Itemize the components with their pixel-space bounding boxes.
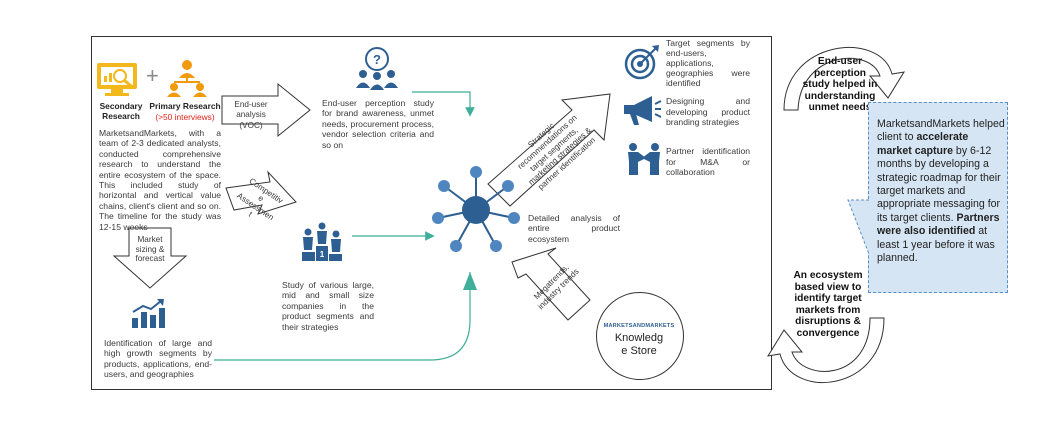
research-description: MarketsandMarkets, with a team of 2-3 de… [99, 128, 221, 232]
growth-segments-text: Identification of large and high growth … [104, 338, 212, 380]
arrow-strategic [487, 93, 611, 207]
arrow-competitive [225, 170, 297, 215]
svg-text:?: ? [373, 52, 381, 67]
callout-text-timing: at least 1 year before it was planned. [877, 225, 995, 265]
callout-pointer [847, 199, 870, 255]
knowledge-store-circle [596, 292, 684, 380]
connector-growth [214, 272, 471, 361]
companies-study-text: Study of various large, mid and small si… [282, 280, 374, 332]
cycle-arrow-bottom [766, 317, 885, 384]
arrow-market-sizing [112, 227, 188, 289]
outcome-branding-text: Designing and developing product brandin… [666, 96, 750, 128]
connector-growth-head [463, 272, 477, 290]
secondary-research-icon [97, 63, 137, 96]
secondary-research-label: Secondary Research [99, 101, 143, 122]
side-note-top: End-user perception study helped in unde… [802, 56, 878, 114]
callout-text-highlight: accelerate market capture [877, 131, 969, 157]
knowledge-store-label: Knowledg e Store [614, 332, 664, 357]
handshake-icon [628, 143, 660, 175]
plus-sign: + [146, 63, 159, 88]
ecosystem-analysis-text: Detailed analysis of entire product ecos… [528, 213, 620, 244]
side-note-bottom: An ecosystem based view to identify targ… [793, 270, 863, 339]
connector-perception [412, 91, 475, 117]
perception-study-text: End-user perception study for brand awar… [322, 98, 434, 150]
diagram-frame [91, 36, 772, 390]
primary-research-icon [167, 60, 207, 97]
companies-ranking-icon: 1 [302, 222, 342, 261]
arrow-megatrends [511, 247, 591, 321]
arrow-end-user-analysis-label: End-user analysis (VOC) [234, 100, 268, 130]
target-icon [624, 45, 659, 80]
callout-text: MarketsandMarkets helped client to accel… [877, 118, 1005, 265]
callout-box [868, 102, 1008, 293]
callout-text-detail: by 6-12 months by developing a strategic… [877, 144, 1001, 224]
interviews-label: (>50 interviews) [155, 112, 215, 122]
cycle-arrow-top [783, 47, 906, 111]
outcome-target-text: Target segments by end-users, applicatio… [666, 38, 750, 88]
primary-research-label: Primary Research [149, 101, 221, 111]
perception-study-icon: ? [356, 47, 398, 90]
arrow-market-sizing-label: Market sizing & forecast [135, 235, 165, 264]
outcome-partner-text: Partner identification for M&A or collab… [666, 146, 750, 178]
megaphone-icon [624, 96, 662, 125]
knowledge-store-logo: MARKETSANDMARKETS [603, 323, 675, 329]
callout-text-partners: Partners were also identified [877, 211, 1000, 238]
growth-chart-icon [132, 299, 165, 328]
arrow-end-user-analysis [221, 82, 311, 138]
callout-text-intro: MarketsandMarkets helped client to [877, 118, 1005, 144]
ecosystem-hub-icon [432, 166, 520, 252]
svg-text:1: 1 [320, 250, 325, 259]
